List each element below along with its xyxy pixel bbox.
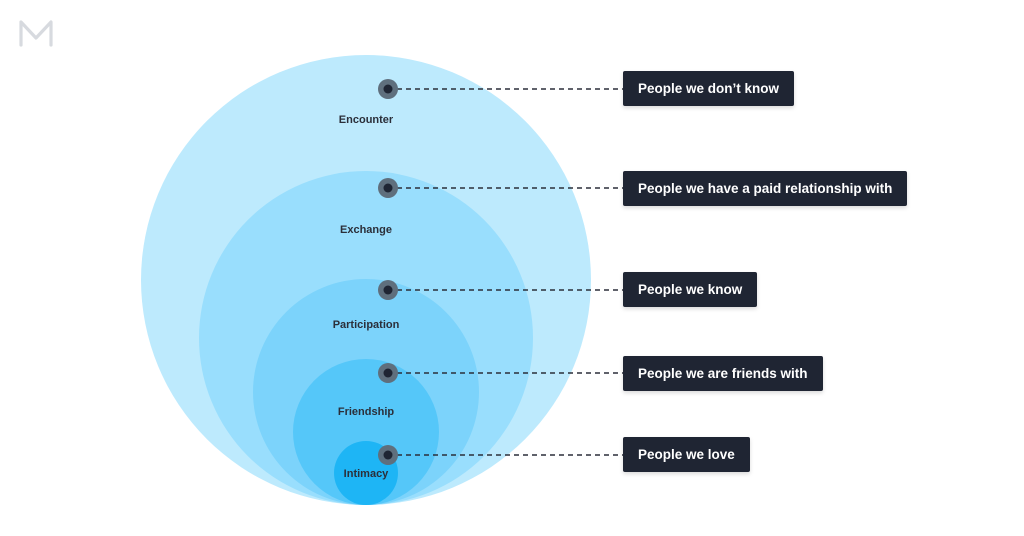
marker-participation [378,280,398,300]
ring-label-participation: Participation [333,319,400,331]
callout-participation: People we know [623,272,758,307]
callout-friendship: People we are friends with [623,356,823,391]
marker-exchange [378,178,398,198]
ring-friendship [293,359,439,505]
marker-encounter [378,79,398,99]
marker-intimacy [378,445,398,465]
ring-label-intimacy: Intimacy [344,468,390,480]
callout-encounter: People we don’t know [623,71,795,106]
callout-intimacy: People we love [623,437,750,472]
ring-label-encounter: Encounter [339,114,394,126]
callout-exchange: People we have a paid relationship with [623,171,908,206]
ring-label-exchange: Exchange [340,224,392,236]
marker-friendship [378,363,398,383]
ring-label-friendship: Friendship [338,406,395,418]
m-logo-icon [19,20,53,47]
